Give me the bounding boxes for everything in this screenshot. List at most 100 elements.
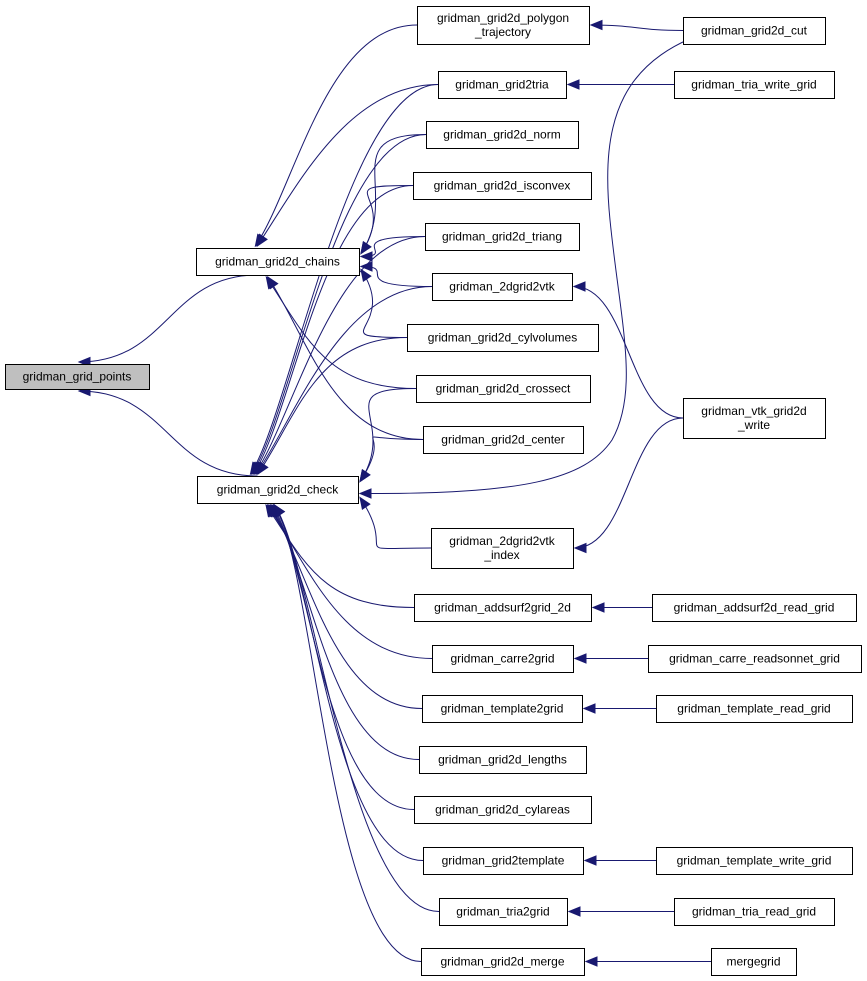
node-triawrite[interactable]: gridman_tria_write_grid bbox=[674, 71, 835, 99]
node-label: gridman_grid2d_triang bbox=[442, 230, 562, 244]
edge-line bbox=[251, 134, 427, 475]
edge-line bbox=[254, 236, 426, 475]
arrowhead bbox=[359, 469, 371, 483]
node-cylareas[interactable]: gridman_grid2d_cylareas bbox=[414, 796, 592, 824]
node-template[interactable]: gridman_template2grid bbox=[422, 695, 583, 723]
node-carreread[interactable]: gridman_carre_readsonnet_grid bbox=[648, 645, 862, 673]
edge-line bbox=[265, 504, 415, 608]
node-carre[interactable]: gridman_carre2grid bbox=[432, 645, 574, 673]
node-box bbox=[419, 746, 587, 774]
node-label: gridman_grid2d_center bbox=[441, 433, 564, 447]
arrowhead bbox=[583, 855, 597, 866]
node-label: gridman_grid2d_cut bbox=[701, 24, 808, 38]
node-label: gridman_vtk_grid2d bbox=[701, 404, 806, 418]
node-box bbox=[421, 948, 585, 976]
node-box bbox=[414, 796, 592, 824]
edge-isconvex-to-chains bbox=[360, 185, 414, 255]
arrowhead bbox=[573, 542, 587, 554]
node-addsurfread[interactable]: gridman_addsurf2d_read_grid bbox=[652, 594, 857, 622]
edge-vtkindex-to-check bbox=[359, 496, 432, 550]
node-box bbox=[432, 273, 573, 301]
arrowhead bbox=[267, 275, 279, 290]
edge-line bbox=[254, 24, 418, 247]
node-addsurf[interactable]: gridman_addsurf2grid_2d bbox=[414, 594, 592, 622]
node-box bbox=[417, 6, 590, 45]
nodes-layer: gridman_grid_pointsgridman_grid2d_chains… bbox=[5, 6, 862, 976]
edge-line bbox=[270, 504, 420, 760]
node-label: gridman_addsurf2d_read_grid bbox=[674, 601, 835, 615]
node-triang[interactable]: gridman_grid2d_triang bbox=[425, 223, 580, 251]
node-vtkindex[interactable]: gridman_2dgrid2vtk_index bbox=[431, 528, 574, 569]
node-isconvex[interactable]: gridman_grid2d_isconvex bbox=[413, 172, 592, 200]
node-label: gridman_grid2d_cylvolumes bbox=[428, 331, 577, 345]
node-box bbox=[196, 248, 360, 276]
edge-line bbox=[359, 497, 432, 550]
node-label: gridman_2dgrid2vtk bbox=[449, 534, 555, 548]
arrowhead bbox=[566, 79, 580, 90]
node-label: gridman_grid2d_lengths bbox=[438, 753, 567, 767]
arrowhead bbox=[358, 488, 372, 499]
node-merge[interactable]: gridman_grid2d_merge bbox=[421, 948, 585, 976]
edge-line bbox=[255, 286, 433, 475]
edge-line bbox=[574, 417, 684, 549]
node-box bbox=[432, 645, 574, 673]
node-check[interactable]: gridman_grid2d_check bbox=[197, 476, 359, 504]
node-crossect[interactable]: gridman_grid2d_crossect bbox=[416, 375, 591, 403]
node-lengths[interactable]: gridman_grid2d_lengths bbox=[419, 746, 587, 774]
node-triaread[interactable]: gridman_tria_read_grid bbox=[674, 898, 835, 926]
node-label: gridman_tria_write_grid bbox=[691, 78, 816, 92]
edge-line bbox=[256, 84, 439, 247]
edge-line bbox=[78, 274, 258, 363]
edge-carreread-to-carre bbox=[573, 653, 648, 664]
node-label: mergegrid bbox=[726, 955, 780, 969]
node-box bbox=[438, 71, 567, 99]
node-templateread[interactable]: gridman_template_read_grid bbox=[656, 695, 853, 723]
edge-center-to-check bbox=[359, 436, 424, 483]
edge-vtkwrite-to-vtk bbox=[572, 281, 684, 419]
node-norm[interactable]: gridman_grid2d_norm bbox=[426, 121, 579, 149]
arrowhead bbox=[567, 906, 581, 917]
node-chains[interactable]: gridman_grid2d_chains bbox=[196, 248, 360, 276]
node-box bbox=[674, 71, 835, 99]
node-label: _write bbox=[737, 418, 770, 432]
node-label: gridman_grid2d_merge bbox=[440, 955, 564, 969]
node-vtkwrite[interactable]: gridman_vtk_grid2d_write bbox=[683, 398, 826, 439]
arrowhead bbox=[273, 503, 286, 518]
edge-line bbox=[78, 390, 258, 477]
edge-carre-to-check bbox=[266, 503, 433, 659]
node-box bbox=[407, 324, 599, 352]
node-label: gridman_grid2d_polygon bbox=[437, 11, 569, 25]
edge-line bbox=[360, 269, 408, 338]
edge-line bbox=[271, 504, 415, 810]
node-templatewrite[interactable]: gridman_template_write_grid bbox=[656, 847, 853, 875]
node-box bbox=[652, 594, 857, 622]
node-label: gridman_addsurf2grid_2d bbox=[434, 601, 571, 615]
edge-vtkwrite-to-vtkindex bbox=[573, 417, 684, 554]
node-box bbox=[422, 695, 583, 723]
node-mergegrid[interactable]: mergegrid bbox=[711, 948, 797, 976]
node-vtk[interactable]: gridman_2dgrid2vtk bbox=[432, 273, 573, 301]
edge-vtk-to-chains bbox=[359, 261, 433, 287]
node-g2template[interactable]: gridman_grid2template bbox=[423, 847, 584, 875]
node-label: gridman_carre_readsonnet_grid bbox=[669, 652, 840, 666]
edge-triang-to-chains bbox=[359, 236, 426, 262]
arrowhead bbox=[257, 461, 269, 476]
node-box bbox=[5, 364, 150, 390]
node-center[interactable]: gridman_grid2d_center bbox=[423, 426, 584, 454]
edge-line bbox=[274, 504, 440, 912]
node-label: gridman_grid2tria bbox=[455, 78, 549, 92]
edge-line bbox=[360, 185, 414, 254]
node-cylvol[interactable]: gridman_grid2d_cylvolumes bbox=[407, 324, 599, 352]
arrowhead bbox=[591, 602, 605, 613]
node-grid2tria[interactable]: gridman_grid2tria bbox=[438, 71, 567, 99]
node-label: gridman_grid2d_check bbox=[217, 483, 339, 497]
node-label: gridman_tria_read_grid bbox=[692, 905, 816, 919]
node-label: gridman_template_write_grid bbox=[677, 854, 832, 868]
node-polytraj[interactable]: gridman_grid2d_polygon_trajectory bbox=[417, 6, 590, 45]
node-box bbox=[711, 948, 797, 976]
edge-cut-to-check bbox=[358, 26, 725, 499]
node-box bbox=[674, 898, 835, 926]
node-cut[interactable]: gridman_grid2d_cut bbox=[683, 17, 826, 45]
arrowhead bbox=[359, 251, 373, 262]
node-tria2grid[interactable]: gridman_tria2grid bbox=[439, 898, 568, 926]
